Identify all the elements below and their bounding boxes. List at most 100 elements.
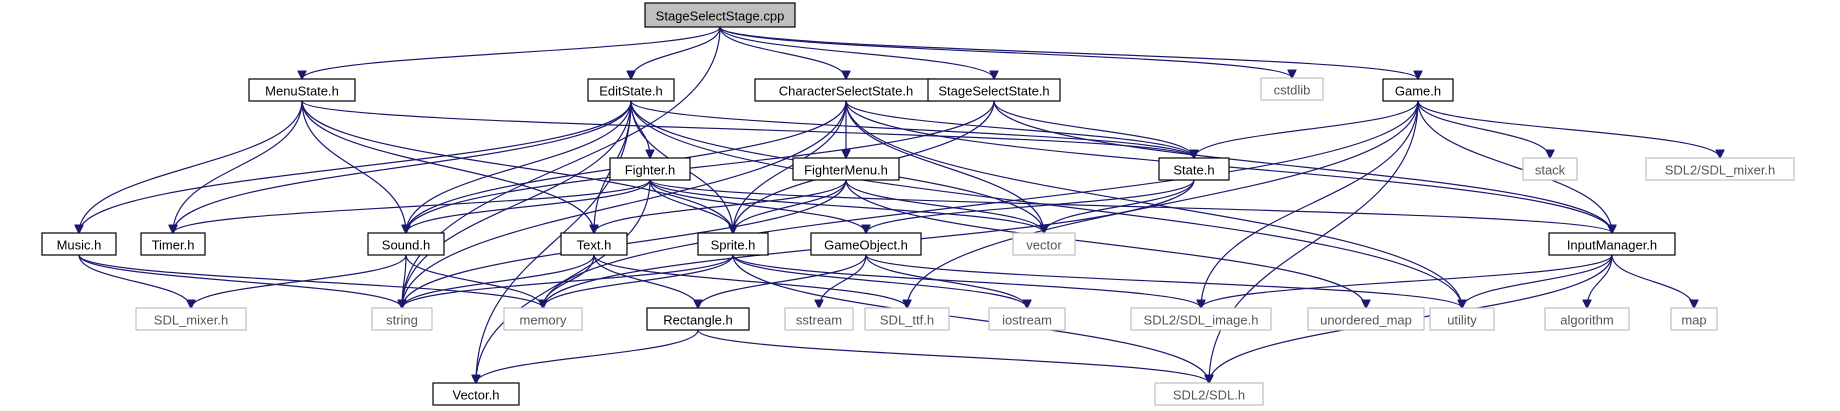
node-box-timer <box>140 232 206 256</box>
node-label-vector: vector <box>1026 238 1062 253</box>
node-text[interactable]: Text.h <box>560 232 628 256</box>
node-box-game <box>1382 78 1454 102</box>
edge-inputmanager-to-algorithm <box>1587 254 1613 308</box>
node-label-timer: Timer.h <box>152 238 195 253</box>
edge-music-to-string <box>78 254 402 308</box>
node-label-memory: memory <box>520 313 567 328</box>
node-fightermenu[interactable]: FighterMenu.h <box>792 157 900 181</box>
node-cstdlib: cstdlib <box>1260 77 1324 101</box>
edge-music-to-memory <box>78 254 543 308</box>
node-fighter[interactable]: Fighter.h <box>609 157 691 181</box>
edge-root-to-charselstate <box>719 26 846 79</box>
node-box-sdlmixer <box>135 307 247 331</box>
node-music[interactable]: Music.h <box>41 232 117 256</box>
node-inputmanager[interactable]: InputManager.h <box>1548 232 1676 256</box>
node-label-text: Text.h <box>577 238 612 253</box>
edge-fightermenu-to-unorderedmap <box>845 179 1366 308</box>
node-label-stageselstate: StageSelectState.h <box>938 84 1049 99</box>
node-label-music: Music.h <box>57 238 102 253</box>
node-label-sprite: Sprite.h <box>711 238 756 253</box>
edge-menustate-to-state <box>301 100 1194 158</box>
node-box-music <box>41 232 117 256</box>
edge-charselstate-to-vector <box>845 100 1044 233</box>
node-label-fightermenu: FighterMenu.h <box>804 163 888 178</box>
edge-editstate-to-state <box>630 100 1194 158</box>
node-algorithm: algorithm <box>1544 307 1630 331</box>
edge-layer <box>78 26 1720 383</box>
edge-editstate-to-sound <box>406 100 632 233</box>
edge-rectangle-to-sdl <box>697 329 1209 383</box>
node-label-sdlmixer: SDL_mixer.h <box>154 313 228 328</box>
edge-sprite-to-memory <box>543 254 734 308</box>
edge-music-to-sdlmixer <box>78 254 191 308</box>
node-box-text <box>560 232 628 256</box>
node-label-iostream: iostream <box>1002 313 1052 328</box>
edge-fighter-to-vector <box>649 179 1044 233</box>
node-gameobject[interactable]: GameObject.h <box>810 232 922 256</box>
node-label-sdlttf: SDL_ttf.h <box>880 313 934 328</box>
edge-charselstate-to-sprite <box>733 100 847 233</box>
edge-root-to-cstdlib <box>719 26 1292 78</box>
edge-sound-to-sdlmixer <box>191 254 407 308</box>
edge-fighter-to-sound <box>406 179 651 233</box>
node-unorderedmap: unordered_map <box>1307 307 1425 331</box>
node-game[interactable]: Game.h <box>1382 78 1454 102</box>
node-box-fighter <box>609 157 691 181</box>
edge-stageselstate-to-state <box>993 100 1194 158</box>
node-box-root <box>644 2 796 28</box>
node-box-vectorh <box>432 382 520 406</box>
node-sound[interactable]: Sound.h <box>367 232 445 256</box>
edge-gameobject-to-utility <box>865 254 1462 308</box>
edge-game-to-memory <box>543 100 1419 308</box>
edge-fightermenu-to-sprite <box>733 179 847 233</box>
node-label-sdlimage: SDL2/SDL_image.h <box>1144 313 1259 328</box>
node-label-fighter: Fighter.h <box>625 163 676 178</box>
node-iostream: iostream <box>988 307 1066 331</box>
node-box-sdl <box>1154 382 1264 406</box>
node-box-cstdlib <box>1260 77 1324 101</box>
node-label-cstdlib: cstdlib <box>1274 83 1311 98</box>
node-sdl: SDL2/SDL.h <box>1154 382 1264 406</box>
node-root[interactable]: StageSelectStage.cpp <box>644 2 796 28</box>
node-sprite[interactable]: Sprite.h <box>697 232 769 256</box>
node-box-sdlttf <box>864 307 950 331</box>
edge-game-to-inputmanager <box>1417 100 1612 233</box>
node-box-stageselstate <box>927 78 1061 102</box>
edge-sound-to-memory <box>405 254 543 308</box>
node-box-map <box>1670 307 1718 331</box>
node-sdlttf: SDL_ttf.h <box>864 307 950 331</box>
node-sdlmixer: SDL_mixer.h <box>135 307 247 331</box>
edge-root-to-menustate <box>302 26 721 79</box>
edge-inputmanager-to-sdlimage <box>1201 254 1613 308</box>
edge-game-to-sdlttf <box>907 100 1419 308</box>
node-timer[interactable]: Timer.h <box>140 232 206 256</box>
node-stack: stack <box>1522 157 1578 181</box>
node-state[interactable]: State.h <box>1158 157 1230 181</box>
node-rectangle[interactable]: Rectangle.h <box>646 307 750 331</box>
edge-root-to-editstate <box>631 26 721 79</box>
node-box-rectangle <box>646 307 750 331</box>
edge-gameobject-to-iostream <box>865 254 1027 308</box>
edge-inputmanager-to-map <box>1611 254 1694 308</box>
node-box-algorithm <box>1544 307 1630 331</box>
edge-fightermenu-to-vector <box>845 179 1044 233</box>
node-stageselstate[interactable]: StageSelectState.h <box>927 78 1061 102</box>
node-charselstate[interactable]: CharacterSelectState.h <box>754 78 938 102</box>
edge-game-to-sdl <box>1209 100 1419 383</box>
node-label-game: Game.h <box>1395 84 1441 99</box>
node-sdlmixer2: SDL2/SDL_mixer.h <box>1645 157 1795 181</box>
node-box-sprite <box>697 232 769 256</box>
edge-editstate-to-string <box>402 100 632 308</box>
node-label-state: State.h <box>1173 163 1214 178</box>
node-box-vector <box>1012 232 1076 256</box>
node-vector: vector <box>1012 232 1076 256</box>
node-vectorh[interactable]: Vector.h <box>432 382 520 406</box>
node-label-string: string <box>386 313 418 328</box>
node-menustate[interactable]: MenuState.h <box>248 78 356 102</box>
node-label-sound: Sound.h <box>382 238 430 253</box>
node-editstate[interactable]: EditState.h <box>587 78 675 102</box>
edge-text-to-sdlttf <box>593 254 907 308</box>
edge-editstate-to-music <box>79 100 632 233</box>
node-label-vectorh: Vector.h <box>453 388 500 403</box>
node-label-stack: stack <box>1535 163 1566 178</box>
